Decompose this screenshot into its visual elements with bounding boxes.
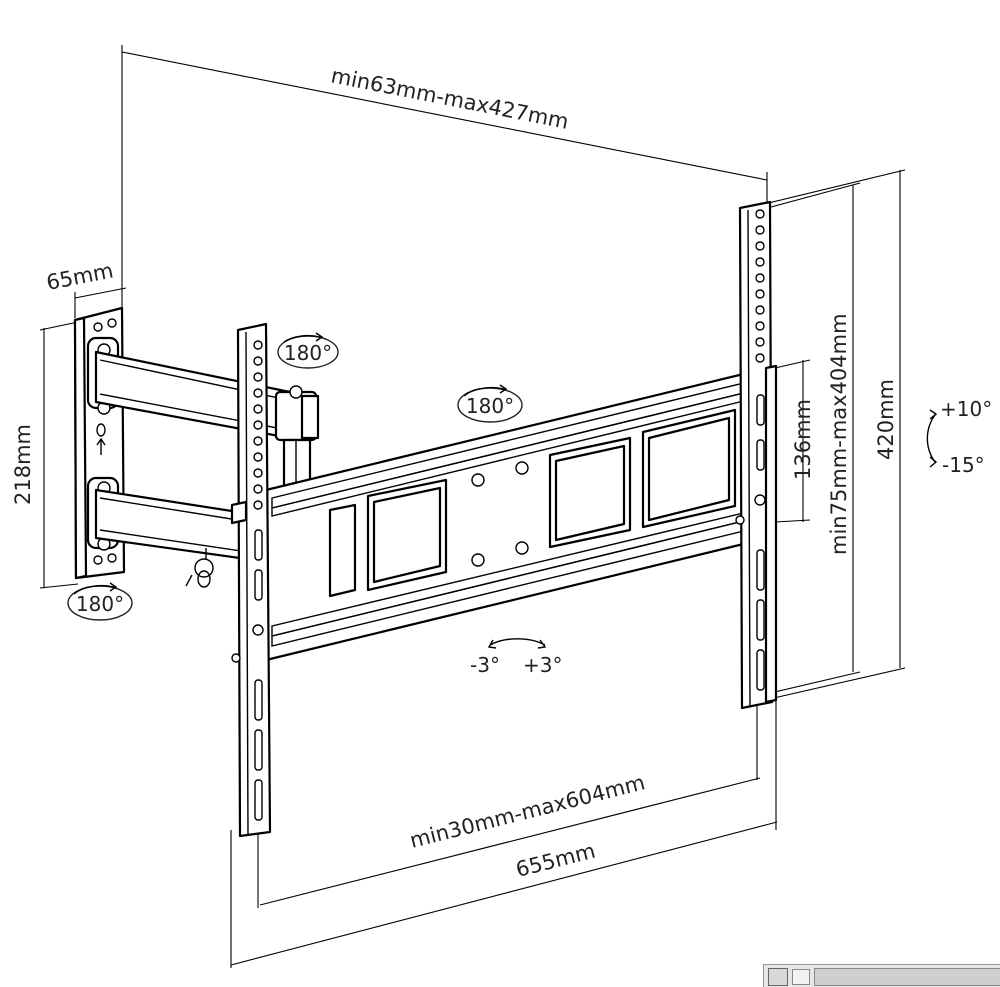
chrome-icon xyxy=(768,968,788,986)
total-width-label: 655mm xyxy=(513,839,597,882)
vertical-spacing-label: min75mm-max404mm xyxy=(827,313,851,555)
rotation-indicator-wall: 180° xyxy=(67,582,133,621)
plate-height-label: 218mm xyxy=(11,424,35,505)
total-width-dimension-line xyxy=(230,821,778,966)
arm-rotation-label: 180° xyxy=(284,341,332,365)
tilt-up-label: +10° xyxy=(940,397,992,421)
bracket-top-ext-1 xyxy=(759,182,861,211)
safety-lock xyxy=(185,548,214,588)
rotation-indicator-center: 180° xyxy=(457,384,523,423)
left-tv-bracket xyxy=(230,322,272,838)
horizontal-spacing-dimension-line xyxy=(259,777,761,906)
rotation-indicator-arm: 180° xyxy=(277,332,339,369)
arm-height-ext-bottom xyxy=(774,519,811,523)
tilt-down-label: -15° xyxy=(942,453,985,477)
plate-height-ext-top xyxy=(39,321,79,331)
bracket-bottom-ext-2 xyxy=(764,667,906,701)
wall-rotation-label: 180° xyxy=(76,592,124,616)
bracket-top-ext-2 xyxy=(759,169,906,206)
level-minus-label: -3° xyxy=(470,653,500,677)
chrome-button[interactable] xyxy=(792,969,810,985)
right-tv-bracket xyxy=(735,200,778,710)
plate-width-label: 65mm xyxy=(44,258,115,294)
arm-height-label: 136mm xyxy=(791,399,815,480)
extension-dimension-line xyxy=(121,51,768,181)
chrome-scrollbar[interactable] xyxy=(814,968,1000,986)
horizontal-spacing-label: min30mm-max604mm xyxy=(407,770,647,853)
bracket-height-label: 420mm xyxy=(874,379,898,460)
arm-height-ext-top xyxy=(774,359,811,369)
center-rotation-label: 180° xyxy=(466,394,514,418)
bracket-bottom-ext-1 xyxy=(761,671,861,696)
tilt-indicator: +10° -15° xyxy=(926,397,992,477)
level-plus-label: +3° xyxy=(523,653,562,677)
plate-height-ext-bottom xyxy=(39,583,79,589)
level-indicator: -3° +3° xyxy=(470,638,562,677)
plate-width-dimension-line xyxy=(74,287,127,299)
extension-label: min63mm-max427mm xyxy=(329,63,571,133)
window-chrome-fragment xyxy=(763,964,1000,987)
